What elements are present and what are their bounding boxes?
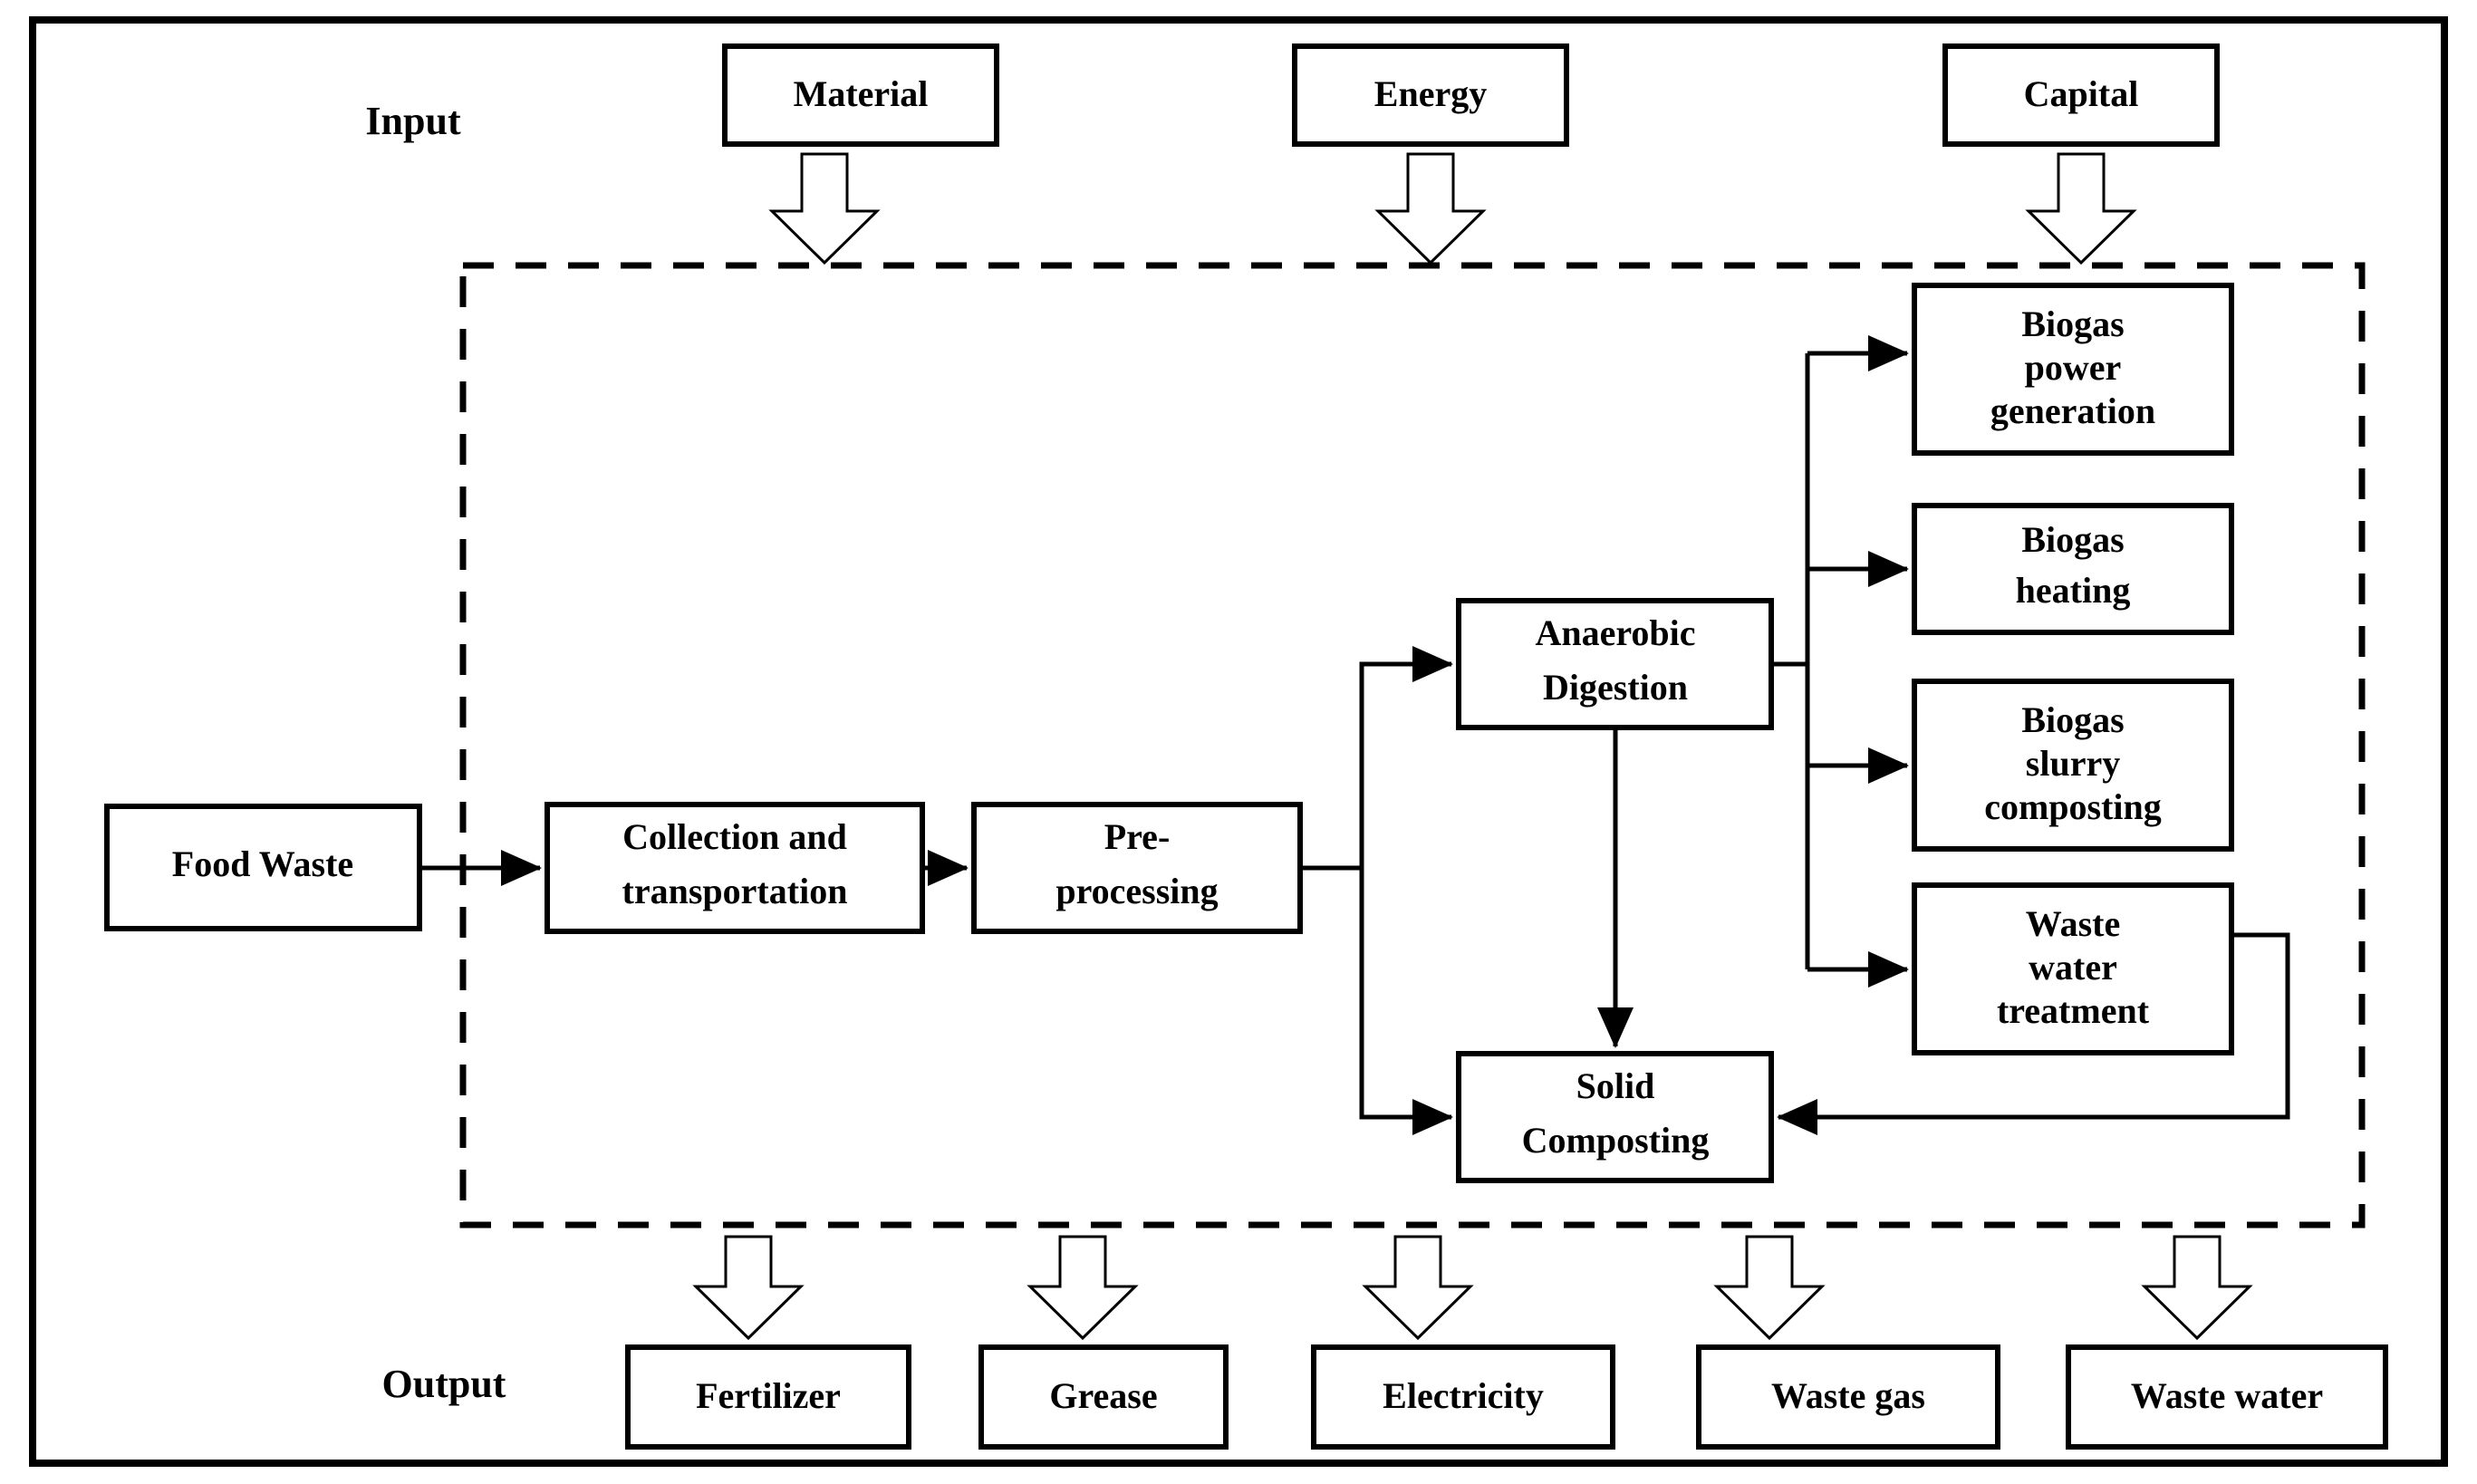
block-arrow-grease-down	[1026, 1235, 1139, 1341]
system-boundary-dashed	[459, 262, 2366, 1229]
source-node-food-waste[interactable]: Food Waste	[104, 804, 422, 931]
output-node-waste-water-label: Waste water	[2131, 1375, 2323, 1416]
process-node-anaerobic-digestion-line2: Digestion	[1543, 667, 1688, 708]
source-node-food-waste-label: Food Waste	[172, 843, 353, 884]
process-node-collection-and-transportation-line1: Collection and	[622, 816, 847, 857]
output-node-waste-gas-label: Waste gas	[1771, 1375, 1925, 1416]
process-node-collection-and-transportation[interactable]: Collection and transportation	[545, 802, 925, 934]
treatment-node-biogas-slurry-composting-line3: composting	[1984, 786, 2162, 827]
treatment-node-waste-water-treatment-line3: treatment	[1997, 990, 2150, 1031]
treatment-node-waste-water-treatment-line1: Waste	[2026, 903, 2120, 944]
output-node-waste-water[interactable]: Waste water	[2066, 1344, 2388, 1450]
input-section-label: Input	[365, 99, 461, 143]
process-node-pre-processing-line1: Pre-	[1104, 816, 1171, 857]
treatment-node-biogas-power-generation-line2: power	[2025, 347, 2122, 388]
output-section-label: Output	[382, 1362, 506, 1406]
process-node-collection-and-transportation-line2: transportation	[622, 871, 848, 911]
input-node-capital-label: Capital	[2024, 73, 2139, 114]
treatment-node-biogas-heating-line1: Biogas	[2021, 519, 2124, 560]
block-arrow-waste-gas-down	[1713, 1235, 1826, 1341]
connector-pre-processing-to-solid-composting	[1359, 868, 1453, 1135]
treatment-node-waste-water-treatment[interactable]: Waste water treatment	[1912, 882, 2234, 1055]
process-node-pre-processing[interactable]: Pre- processing	[971, 802, 1303, 934]
treatment-node-biogas-slurry-composting[interactable]: Biogas slurry composting	[1912, 679, 2234, 852]
process-node-anaerobic-digestion-line1: Anaerobic	[1535, 612, 1695, 653]
output-node-grease[interactable]: Grease	[978, 1344, 1229, 1450]
process-node-solid-composting-line1: Solid	[1576, 1065, 1655, 1106]
output-node-electricity-label: Electricity	[1383, 1375, 1544, 1416]
block-arrow-capital-down	[2025, 152, 2137, 265]
process-node-solid-composting-line2: Composting	[1522, 1120, 1710, 1161]
output-node-fertilizer[interactable]: Fertilizer	[625, 1344, 911, 1450]
process-node-solid-composting[interactable]: Solid Composting	[1456, 1051, 1774, 1183]
input-node-energy[interactable]: Energy	[1292, 43, 1569, 147]
outer-frame	[29, 16, 2448, 1467]
block-arrow-material-down	[768, 152, 881, 265]
connector-waste-water-treatment-to-solid-composting	[1777, 932, 2290, 1135]
treatment-node-waste-water-treatment-line2: water	[2029, 947, 2117, 988]
block-arrow-energy-down	[1374, 152, 1487, 265]
treatment-node-biogas-power-generation[interactable]: Biogas power generation	[1912, 283, 2234, 456]
treatment-node-biogas-slurry-composting-line1: Biogas	[2021, 699, 2124, 740]
input-node-energy-label: Energy	[1374, 73, 1487, 114]
input-node-material[interactable]: Material	[722, 43, 999, 147]
treatment-node-biogas-slurry-composting-line2: slurry	[2026, 743, 2120, 784]
output-node-waste-gas[interactable]: Waste gas	[1696, 1344, 2000, 1450]
block-arrow-electricity-down	[1362, 1235, 1474, 1341]
treatment-node-biogas-power-generation-line1: Biogas	[2021, 304, 2124, 344]
process-node-anaerobic-digestion[interactable]: Anaerobic Digestion	[1456, 598, 1774, 730]
output-node-fertilizer-label: Fertilizer	[696, 1375, 841, 1416]
block-arrow-fertilizer-down	[692, 1235, 805, 1341]
treatment-node-biogas-heating[interactable]: Biogas heating	[1912, 503, 2234, 635]
block-arrow-waste-water-down	[2141, 1235, 2253, 1341]
connector-pre-processing-bus	[1300, 646, 1453, 871]
output-node-grease-label: Grease	[1049, 1375, 1157, 1416]
process-node-pre-processing-line2: processing	[1055, 871, 1218, 911]
treatment-node-biogas-power-generation-line3: generation	[1990, 390, 2155, 431]
input-node-capital[interactable]: Capital	[1942, 43, 2220, 147]
output-node-electricity[interactable]: Electricity	[1311, 1344, 1615, 1450]
treatment-node-biogas-heating-line2: heating	[2016, 570, 2131, 611]
input-node-material-label: Material	[794, 73, 929, 114]
